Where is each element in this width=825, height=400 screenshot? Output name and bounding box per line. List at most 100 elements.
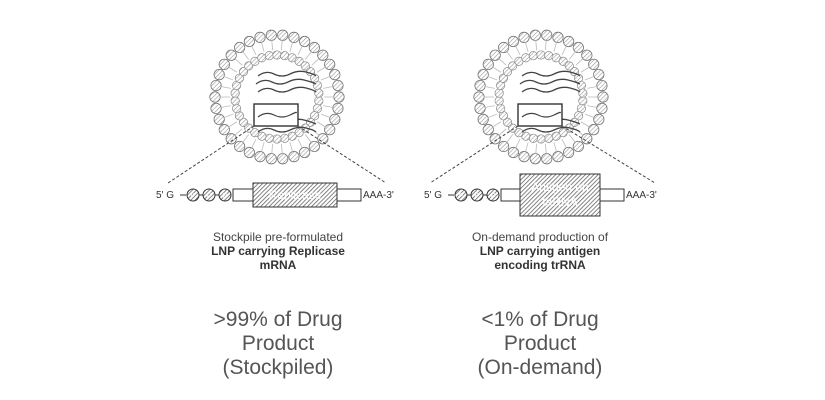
lipid-head [482,58,494,70]
lipid-head [489,49,501,61]
lipid-head [596,102,608,114]
lipid-tail [587,105,598,108]
share-left: >99% of Drug Product (Stockpiled) [148,308,408,380]
caption-left-line2: LNP carrying Replicase [211,244,345,258]
lipid-head [210,102,222,114]
lipid-head [477,69,489,81]
panel-left: Stockpile pre-formulated LNP carrying Re… [148,0,408,400]
payload-box-left [252,182,338,208]
lipid-head [588,124,600,136]
lipid-tail [280,40,283,51]
lipid-tail [228,121,238,128]
svg-text:P: P [191,193,196,200]
lipid-head [541,29,553,41]
lipid-head [277,153,289,165]
lipid-head [213,113,225,125]
lipid-tail [515,45,521,56]
caption-left-line1: Stockpile pre-formulated [212,230,344,244]
lipid-head-inner [244,123,254,133]
lipid-head [324,58,336,70]
lipid-head-inner [250,128,260,138]
lipid-head [563,146,575,159]
lipid-bilayer-right [473,29,609,165]
lipid-head [308,140,320,153]
lipid-head-inner [238,67,249,77]
lipid-head-inner [498,73,508,83]
lipid-tail [487,76,498,81]
lipid-tail [320,76,331,81]
lipid-head [529,29,541,41]
cap-phosphate-3-right: P [486,188,500,202]
lipid-tail [305,134,312,143]
lipid-tail [484,105,495,108]
lipid-head [596,80,608,92]
lnp-particle-right [429,29,656,184]
lipid-head [498,140,510,153]
lipid-head [552,151,564,163]
lipid-head [482,124,494,136]
caption-right-line2: LNP carrying antigen [479,244,601,258]
lipid-tail [506,134,513,143]
zoom-box-left [253,103,299,127]
lipid-head-inner [578,88,588,98]
share-right: <1% of Drug Product (On-demand) [410,308,670,380]
rna-strands-left [255,70,317,133]
lipid-head [234,140,246,153]
lipid-head [329,113,341,125]
lipid-head [308,41,320,54]
lipid-tail [316,121,326,128]
payload-box-right [519,173,601,217]
lipid-tail [228,66,238,73]
share-left-line2: Product [241,332,315,355]
five-prime-label-right: 5' G [424,190,442,201]
utr-3-right [599,188,625,202]
lipid-head [218,58,230,70]
lipid-head [234,41,246,54]
lipid-head [572,41,584,54]
lipid-head-inner [300,61,310,71]
lipid-head [254,151,266,163]
lipid-head [329,69,341,81]
lipid-head [541,153,553,165]
svg-text:P: P [459,193,464,200]
lipid-head [225,133,237,145]
lipid-head-inner [234,73,244,83]
lipid-tail [261,142,265,152]
lipid-tail [234,128,243,136]
lipid-bilayer-left [209,29,345,165]
lipid-head-inner [310,111,320,121]
lipid-tail [487,113,498,118]
share-right-line1: <1% of Drug [481,308,599,331]
lipid-tail [289,42,293,52]
lipid-head-inner [558,56,568,66]
polya-label-left: AAA-3' [363,190,394,201]
lipid-tail [223,113,234,118]
lipid-head [507,35,519,48]
lipid-head [218,124,230,136]
lipid-tail [242,51,249,60]
svg-text:P: P [223,193,228,200]
lipid-head-inner [294,56,304,66]
lipid-head [265,29,277,41]
lipid-tail [553,42,557,52]
lipid-tail [305,51,312,60]
lipid-tail [251,138,257,149]
lipid-head [498,41,510,54]
caption-left: Stockpile pre-formulated LNP carrying Re… [148,230,408,272]
lipid-head [317,133,329,145]
lipid-head [277,29,289,41]
lipid-head [243,35,255,48]
zoom-line-right-a [429,125,519,184]
lipid-head-inner [508,123,518,133]
lipid-tail [569,51,576,60]
lipid-tail [584,113,595,118]
lipid-head [581,49,593,61]
mrna-construct-left: 5' G P P P Replicase AAA-3' [156,182,394,208]
lipid-tail [323,105,334,108]
lipid-tail [580,66,590,73]
lipid-head-inner [514,128,524,138]
lipid-tail [525,42,529,52]
lipid-head-inner [574,111,584,121]
lipid-tail [575,58,584,66]
lipid-head [210,80,222,92]
